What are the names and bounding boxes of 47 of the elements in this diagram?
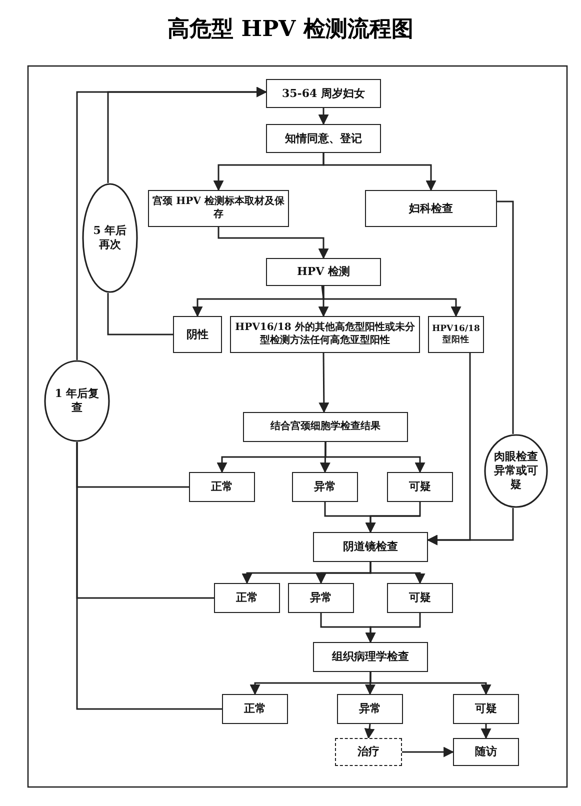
ellipse-node: 肉眼检查异常或可疑 [484, 434, 548, 508]
process-box: 异常 [288, 583, 354, 613]
arrow [480, 724, 492, 740]
process-box: 异常 [292, 472, 358, 502]
ellipse-node: 1 年后复查 [44, 360, 110, 442]
title: 高危型 HPV 检测流程图 [166, 15, 414, 44]
arrow [320, 442, 330, 474]
arrow [370, 672, 492, 696]
arrow [322, 153, 436, 192]
arrow [322, 286, 462, 318]
arrow [324, 442, 426, 474]
connector-line [107, 293, 173, 336]
arrow [364, 672, 376, 696]
process-box: HPV 检测 [266, 258, 381, 286]
process-box: 宫颈 HPV 检测标本取材及保存 [148, 190, 289, 227]
process-box: 知情同意、登记 [266, 124, 381, 153]
process-box: 35-64 周岁妇女 [266, 79, 381, 108]
process-box: 结合宫颈细胞学检查结果 [243, 412, 408, 442]
process-box: 妇科检查 [365, 190, 497, 227]
arrow [76, 86, 268, 360]
dashed-process-box: 治疗 [335, 738, 402, 766]
process-box: 组织病理学检查 [313, 642, 428, 672]
arrow [365, 502, 421, 534]
arrow [318, 108, 329, 126]
arrow [364, 724, 375, 740]
process-box: 正常 [214, 583, 280, 613]
arrow [318, 286, 329, 318]
process-box: 可疑 [387, 583, 453, 613]
process-box: 阴性 [173, 316, 222, 353]
arrow [218, 227, 329, 260]
arrow [365, 613, 421, 644]
process-box: 异常 [337, 694, 403, 724]
process-box: 正常 [222, 694, 288, 724]
process-box: HPV16/18型阳性 [428, 316, 484, 353]
process-box: 可疑 [453, 694, 519, 724]
connector-line [76, 442, 222, 710]
arrow [318, 353, 330, 414]
arrow [426, 353, 471, 546]
connector-line [497, 200, 514, 434]
process-box: 阴道镜检查 [313, 532, 428, 562]
process-box: 随访 [453, 738, 519, 766]
arrow [370, 562, 426, 584]
ellipse-node: 5 年后再次 [82, 183, 138, 293]
process-box: 可疑 [387, 472, 453, 502]
process-box: HPV16/18 外的其他高危型阳性或未分型检测方法任何高危亚型阳性 [230, 316, 420, 353]
arrow [402, 746, 454, 758]
process-box: 正常 [189, 472, 255, 502]
